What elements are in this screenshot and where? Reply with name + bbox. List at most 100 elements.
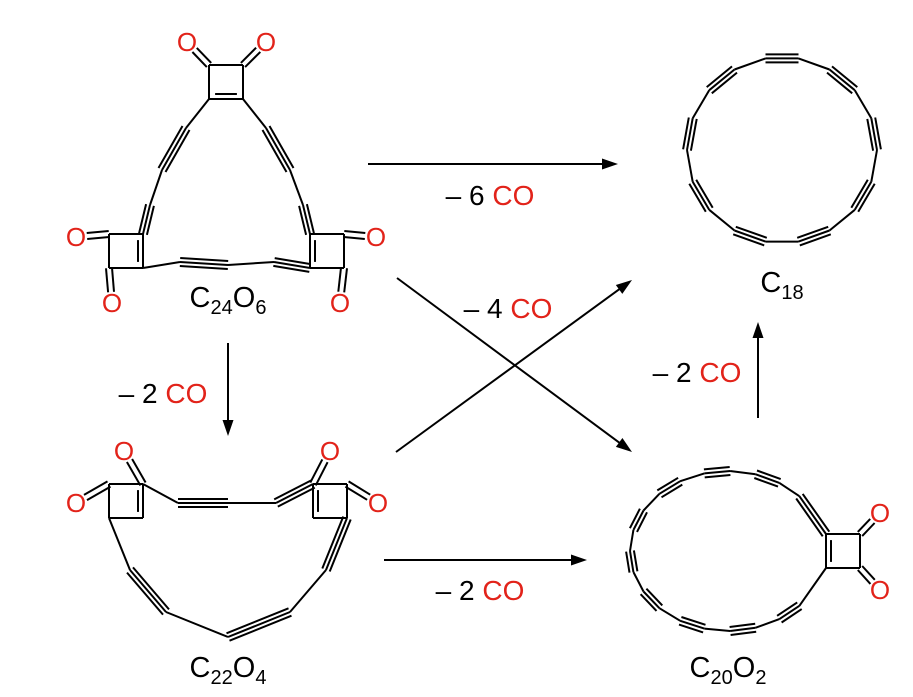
single-bond (142, 261, 181, 269)
triple-bond (776, 601, 798, 617)
carbonyl-bond (244, 51, 262, 68)
single-bond (289, 569, 327, 613)
carbonyl-bond (857, 569, 872, 585)
triple-bond (226, 607, 289, 635)
single-bond (798, 57, 830, 71)
condition-amount: – 2 (653, 357, 700, 388)
triple-bond (305, 203, 315, 234)
single-bond (778, 482, 800, 498)
condition-co: CO (699, 357, 741, 388)
triple-bond (642, 590, 661, 609)
carbonyl-bond (126, 461, 142, 486)
triple-bond (755, 473, 780, 484)
formula-subscript: 24 (211, 297, 233, 319)
single-bond (828, 209, 856, 232)
formula-c22o4: C22O4 (190, 652, 267, 689)
triple-bond (179, 265, 228, 270)
triple-bond (302, 204, 311, 235)
triple-bond (730, 630, 757, 636)
triple-bond (798, 495, 827, 535)
oxygen-atom: O (320, 436, 340, 466)
triple-bond (625, 551, 631, 573)
triple-bond (866, 118, 875, 151)
single-bond (686, 149, 694, 182)
triple-bond (164, 129, 191, 173)
condition-co: CO (510, 293, 552, 324)
condition-c20o2-to-c18: – 2 CO (653, 357, 742, 388)
arrow-head (571, 554, 587, 566)
condition-c22o4-to-c20o2: – 2 CO (436, 575, 525, 606)
triple-bond (645, 588, 664, 607)
single-bond (165, 611, 229, 638)
single-bond (227, 261, 275, 266)
triple-bond (796, 225, 829, 239)
triple-bond (328, 519, 352, 572)
arrow-head (602, 158, 618, 170)
triple-bond (325, 517, 348, 571)
triple-bond (277, 486, 316, 508)
oxygen-atom: O (368, 488, 388, 518)
formula-element: C (690, 652, 711, 684)
triple-bond (689, 118, 698, 151)
triple-bond (179, 261, 229, 266)
triple-bond (732, 233, 765, 247)
single-bond (632, 571, 645, 592)
carbonyl-bond (87, 236, 110, 240)
carbonyl-bond (86, 485, 111, 501)
triple-bond (826, 71, 853, 95)
carbonyl-bond (111, 267, 115, 292)
condition-amount: – 4 (464, 293, 511, 324)
triple-bond (261, 129, 288, 173)
triple-bond (273, 261, 311, 269)
triple-bond (735, 225, 768, 239)
single-bond (691, 89, 711, 119)
triple-bond (795, 497, 824, 537)
triple-bond (729, 622, 756, 628)
oxygen-atom: O (870, 498, 890, 528)
triple-bond (688, 183, 707, 213)
oxygen-atom: O (177, 27, 197, 57)
formula-element: C (190, 652, 211, 684)
single-bond (870, 149, 878, 182)
formula-subscript: 2 (755, 667, 766, 689)
carbonyl-bond (857, 518, 871, 533)
formula-c18: C18 (760, 267, 803, 304)
single-bond (289, 169, 304, 206)
triple-bond (298, 205, 308, 236)
oxygen-atom: O (102, 288, 122, 318)
oxygen-atom: O (256, 27, 276, 57)
triple-bond (695, 179, 714, 209)
triple-bond (265, 127, 291, 171)
triple-bond (682, 117, 690, 150)
triple-bond (145, 205, 155, 236)
formula-subscript: 6 (255, 297, 266, 319)
formula-subscript: 20 (711, 667, 733, 689)
oxygen-atom: O (114, 436, 134, 466)
carbonyl-bond (861, 565, 876, 581)
triple-bond (632, 510, 645, 531)
triple-bond (639, 593, 658, 612)
triple-bond (275, 483, 314, 504)
triple-bond (729, 626, 756, 632)
arrow-head (615, 280, 632, 294)
triple-bond (126, 571, 164, 616)
oxygen-atom: O (66, 222, 86, 252)
arrow-head (222, 420, 234, 436)
triple-bond (321, 516, 345, 569)
triple-bond (629, 550, 635, 573)
triple-bond (831, 65, 858, 88)
triple-bond (660, 483, 683, 499)
carbonyl-bond (337, 267, 342, 292)
carbonyl-bond (861, 522, 876, 537)
arrow-c24o6-to-c20o2 (396, 277, 622, 445)
oxygen-atom: O (66, 488, 86, 518)
carbonyl-bond (343, 236, 365, 240)
single-bond (149, 169, 163, 206)
single-bond (853, 89, 873, 119)
carbonyl-bond (344, 485, 368, 501)
oxygen-atom: O (330, 288, 350, 318)
triple-bond (681, 616, 706, 626)
triple-bond (756, 469, 782, 481)
